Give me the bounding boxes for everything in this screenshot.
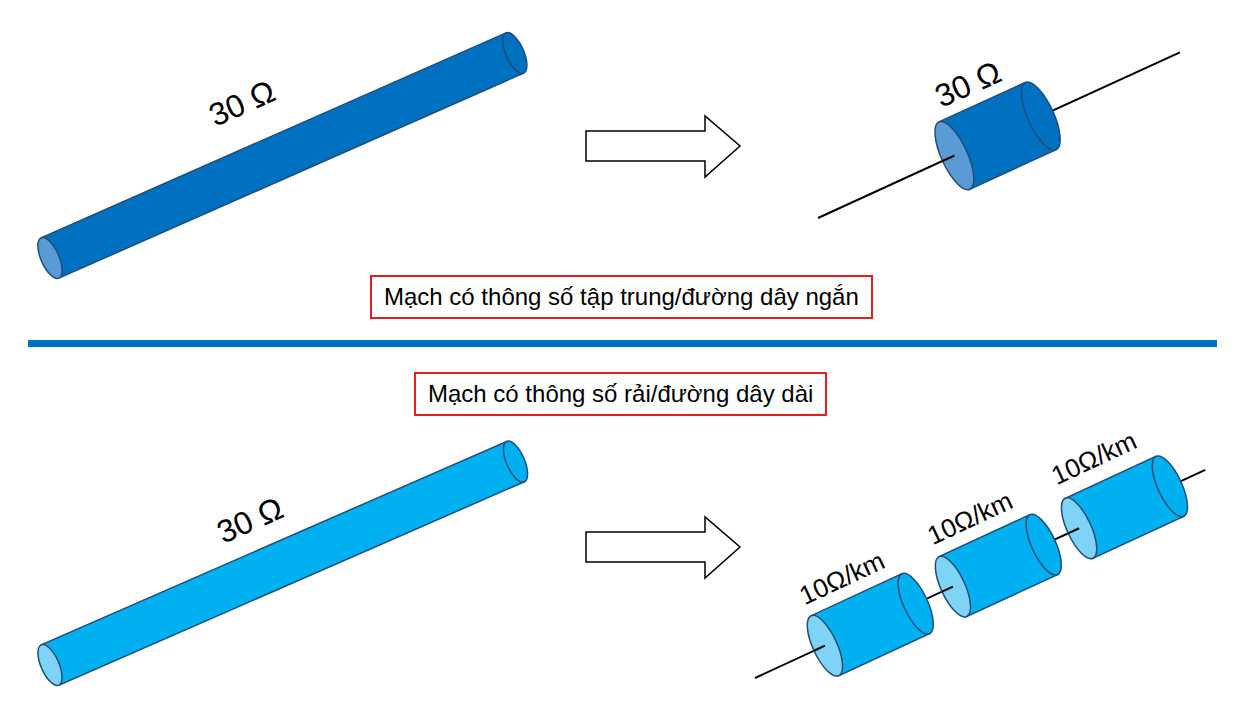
resistor-chain xyxy=(741,440,1219,708)
hollow-arrow xyxy=(586,116,740,177)
caption-box: Mạch có thông số tập trung/đường dây ngắ… xyxy=(370,275,873,319)
conductor-cylinder xyxy=(33,438,533,689)
conductor-cylinder xyxy=(33,29,532,282)
caption-box: Mạch có thông số rải/đường dây dài xyxy=(414,372,827,416)
separator-line xyxy=(28,340,1217,347)
resistance-label: 30 Ω xyxy=(203,73,281,135)
resistor-symbol xyxy=(803,19,1196,252)
hollow-arrow xyxy=(586,517,740,578)
caption-text: Mạch có thông số tập trung/đường dây ngắ… xyxy=(384,283,859,310)
caption-text: Mạch có thông số rải/đường dây dài xyxy=(428,380,813,407)
